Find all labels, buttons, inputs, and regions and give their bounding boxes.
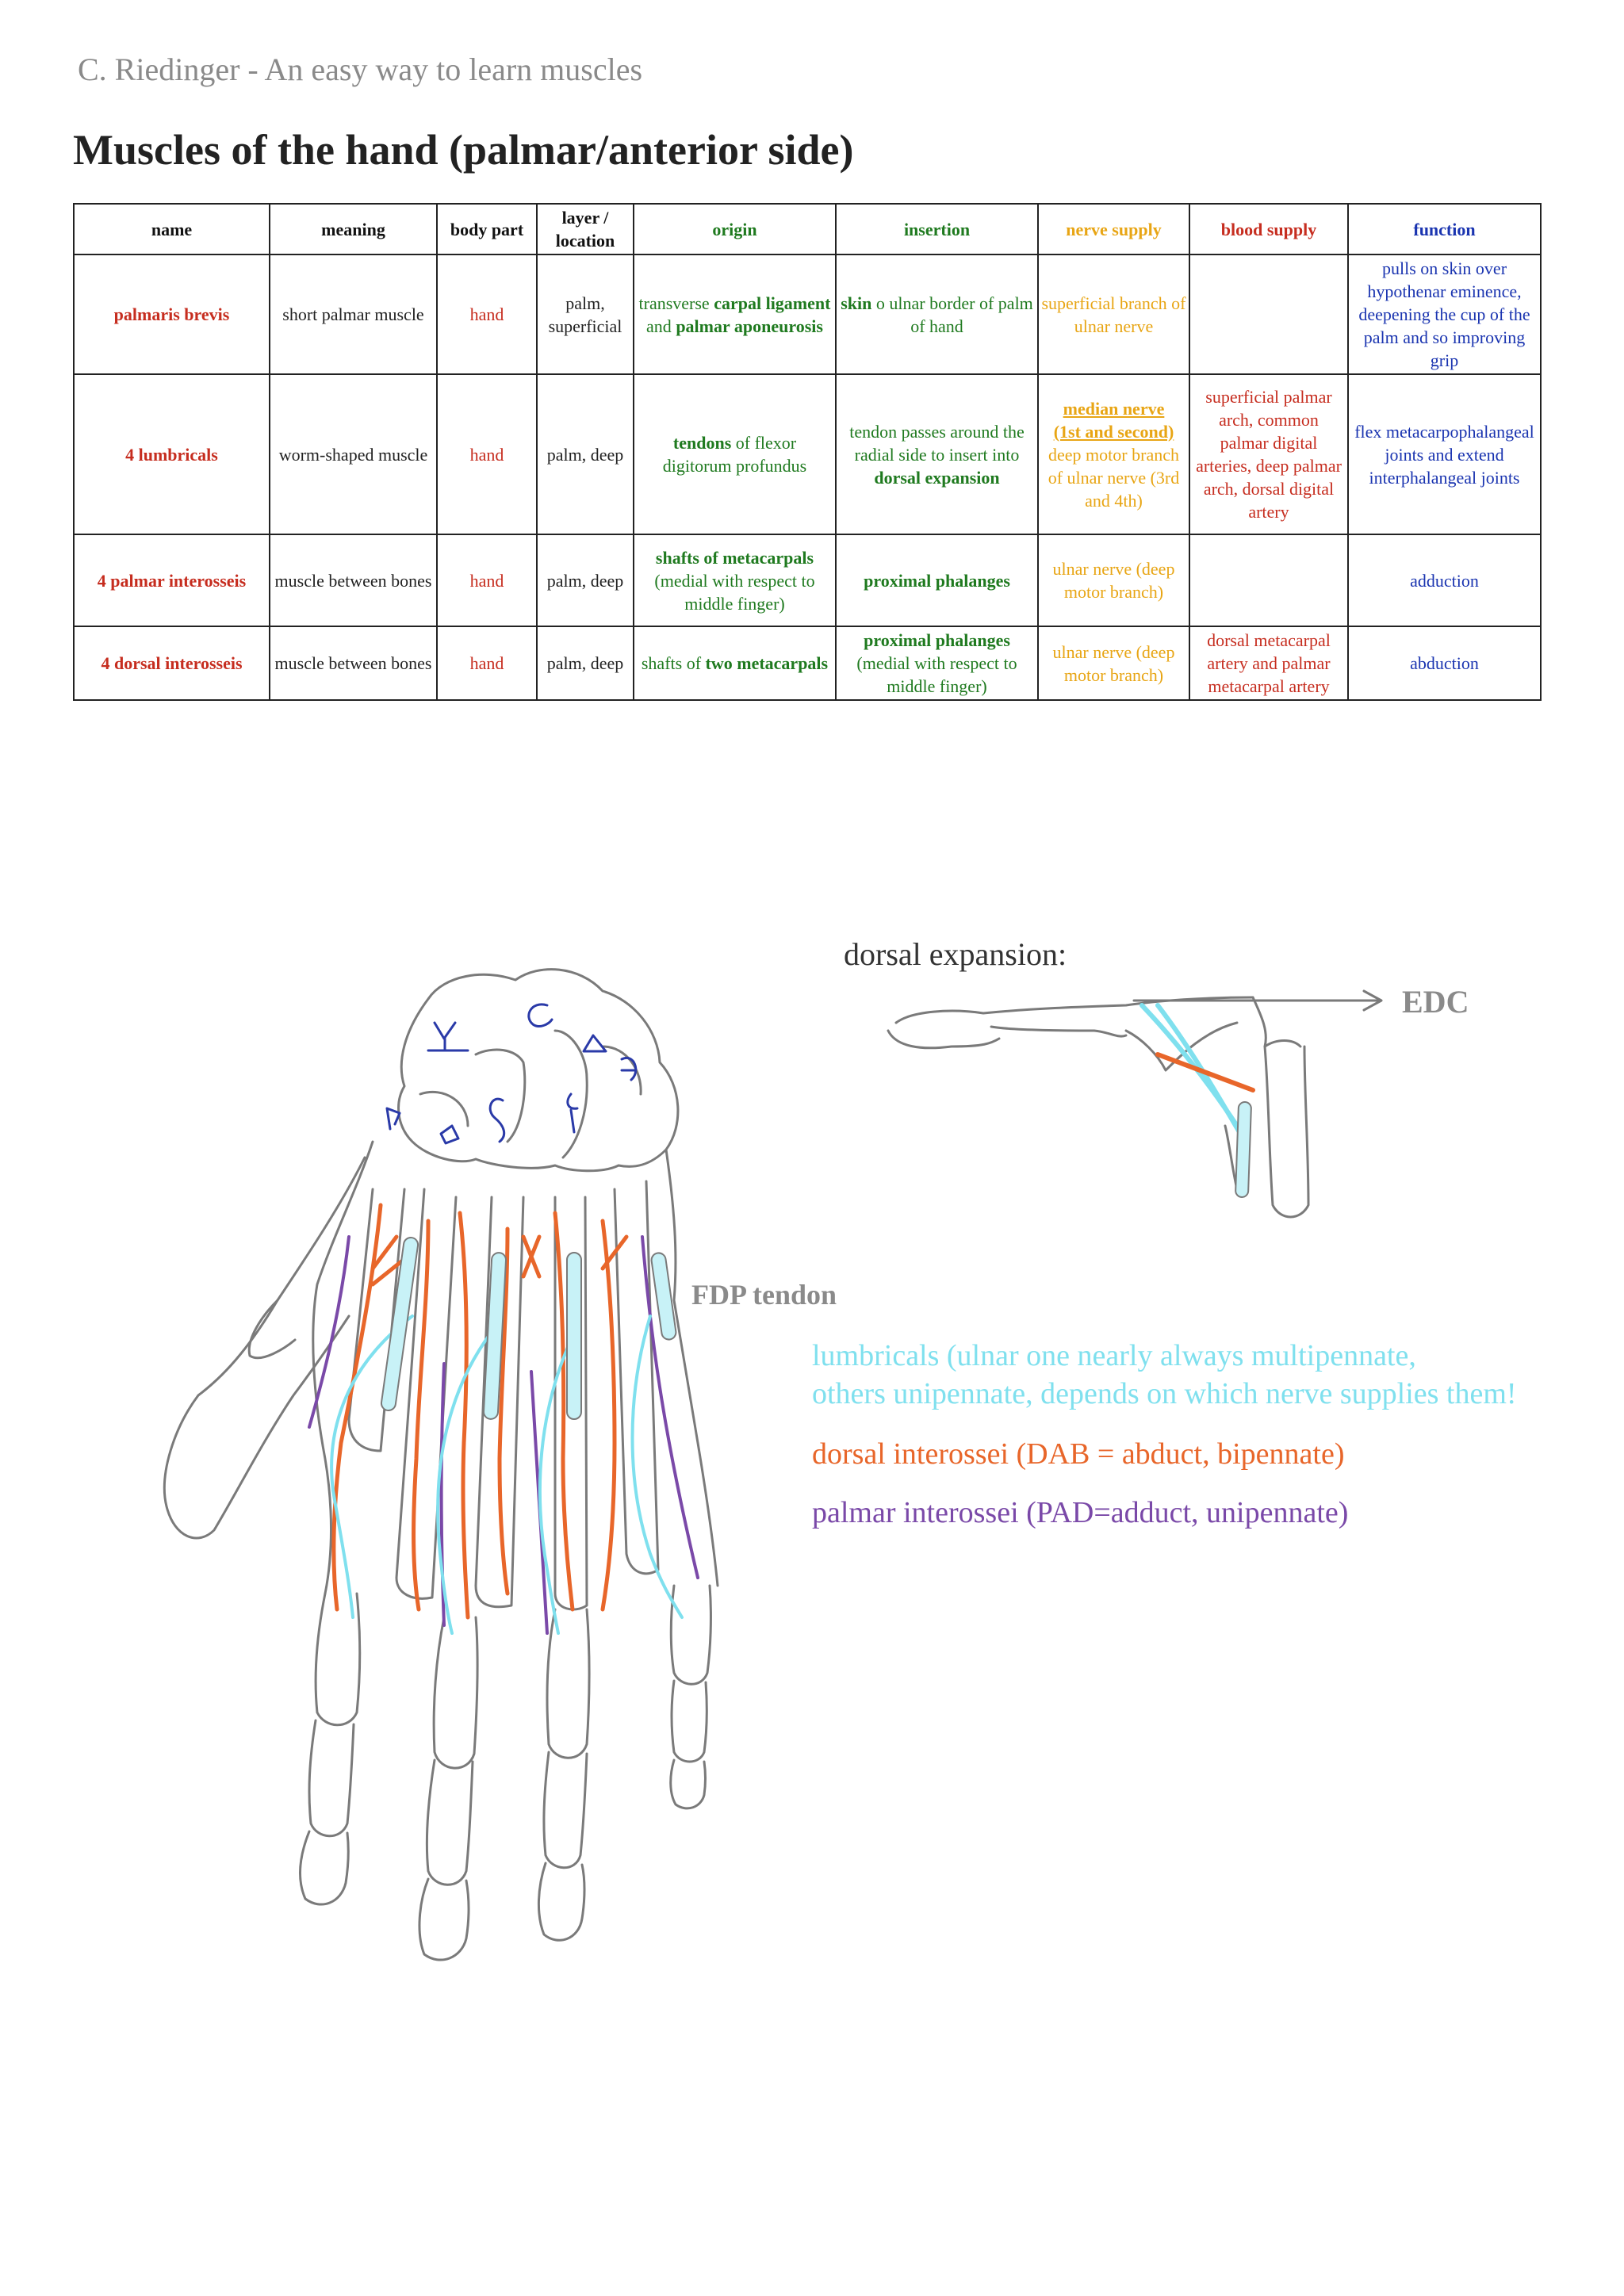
- cell-nerve-supply: ulnar nerve (deep motor branch): [1037, 534, 1190, 627]
- col-header-meaning: meaning: [269, 203, 438, 255]
- cell-name: 4 palmar interosseis: [73, 534, 270, 627]
- cell-origin: transverse carpal ligament and palmar ap…: [633, 254, 837, 375]
- cell-origin: tendons of flexor digitorum profundus: [633, 373, 837, 535]
- cell-nerve-supply: median nerve(1st and second)deep motor b…: [1037, 373, 1190, 535]
- lumbrical-lines: [330, 1314, 684, 1635]
- cell-function: pulls on skin over hypothenar eminence, …: [1347, 254, 1542, 375]
- cell-meaning: worm-shaped muscle: [269, 373, 438, 535]
- legend-lumbricals-line1: lumbricals (ulnar one nearly always mult…: [812, 1339, 1416, 1372]
- dorsal-expansion-label: dorsal expansion:: [844, 936, 1067, 972]
- legend-palmar-interossei: palmar interossei (PAD=adduct, unipennat…: [812, 1496, 1349, 1529]
- fdp-tendons: [380, 1236, 677, 1420]
- edc-label: EDC: [1402, 984, 1469, 1020]
- cell-insertion: skin o ulnar border of palm of hand: [835, 254, 1039, 375]
- col-header-body-part: body part: [436, 203, 538, 255]
- cell-layer: palm, deep: [536, 534, 634, 627]
- cell-meaning: muscle between bones: [269, 534, 438, 627]
- dorsal-expansion-tendon: [1235, 1101, 1252, 1198]
- cell-body-part: hand: [436, 534, 538, 627]
- cell-function: adduction: [1347, 534, 1542, 627]
- cell-nerve-supply: ulnar nerve (deep motor branch): [1037, 626, 1190, 701]
- cell-blood-supply: dorsal metacarpal artery and palmar meta…: [1189, 626, 1349, 701]
- cell-blood-supply: superficial palmar arch, common palmar d…: [1189, 373, 1349, 535]
- dorsal-interossei-lines: [331, 1203, 629, 1620]
- col-header-nerve-supply: nerve supply: [1037, 203, 1190, 255]
- cell-meaning: short palmar muscle: [269, 254, 438, 375]
- cell-name: 4 lumbricals: [73, 373, 270, 535]
- cell-body-part: hand: [436, 254, 538, 375]
- cell-blood-supply: [1189, 254, 1349, 375]
- cell-nerve-supply: superficial branch of ulnar nerve: [1037, 254, 1190, 375]
- muscle-table: name meaning body part layer / location …: [73, 203, 1542, 701]
- cell-body-part: hand: [436, 626, 538, 701]
- table-row: 4 dorsal interosseis muscle between bone…: [73, 626, 1542, 701]
- cell-layer: palm, deep: [536, 373, 634, 535]
- cell-meaning: muscle between bones: [269, 626, 438, 701]
- finger-little: [669, 1584, 712, 1810]
- cell-body-part: hand: [436, 373, 538, 535]
- cell-insertion: proximal phalanges: [835, 534, 1039, 627]
- author-header: C. Riedinger - An easy way to learn musc…: [78, 52, 643, 87]
- table-row: palmaris brevis short palmar muscle hand…: [73, 254, 1542, 375]
- fdp-tendon-label: FDP tendon: [691, 1279, 837, 1311]
- cell-layer: palm, superficial: [536, 254, 634, 375]
- finger-middle: [418, 1616, 479, 1961]
- table-row: 4 palmar interosseis muscle between bone…: [73, 534, 1542, 627]
- dorsal-expansion-sketch: [887, 989, 1383, 1219]
- table-header-row: name meaning body part layer / location …: [73, 203, 1542, 255]
- page-title: Muscles of the hand (palmar/anterior sid…: [73, 126, 854, 174]
- col-header-layer: layer / location: [536, 203, 634, 255]
- legend-lumbricals-line2: others unipennate, depends on which nerv…: [812, 1377, 1517, 1410]
- cell-name: 4 dorsal interosseis: [73, 626, 270, 701]
- col-header-name: name: [73, 203, 270, 255]
- finger-index: [299, 1592, 362, 1906]
- cell-blood-supply: [1189, 534, 1349, 627]
- cell-layer: palm, deep: [536, 626, 634, 701]
- col-header-function: function: [1347, 203, 1542, 255]
- cell-origin: shafts of two metacarpals: [633, 626, 837, 701]
- legend-dorsal-interossei: dorsal interossei (DAB = abduct, bipenna…: [812, 1437, 1345, 1471]
- cell-insertion: proximal phalanges (medial with respect …: [835, 626, 1039, 701]
- dorsal-expansion-interosseous: [1155, 1052, 1255, 1093]
- finger-ring: [538, 1608, 591, 1942]
- cell-function: abduction: [1347, 626, 1542, 701]
- cell-name: palmaris brevis: [73, 254, 270, 375]
- col-header-origin: origin: [633, 203, 837, 255]
- cell-function: flex metacarpophalangeal joints and exte…: [1347, 373, 1542, 535]
- table-row: 4 lumbricals worm-shaped muscle hand pal…: [73, 373, 1542, 535]
- col-header-blood-supply: blood supply: [1189, 203, 1349, 255]
- col-header-insertion: insertion: [835, 203, 1039, 255]
- cell-insertion: tendon passes around the radial side to …: [835, 373, 1039, 535]
- cell-origin: shafts of metacarpals (medial with respe…: [633, 534, 837, 627]
